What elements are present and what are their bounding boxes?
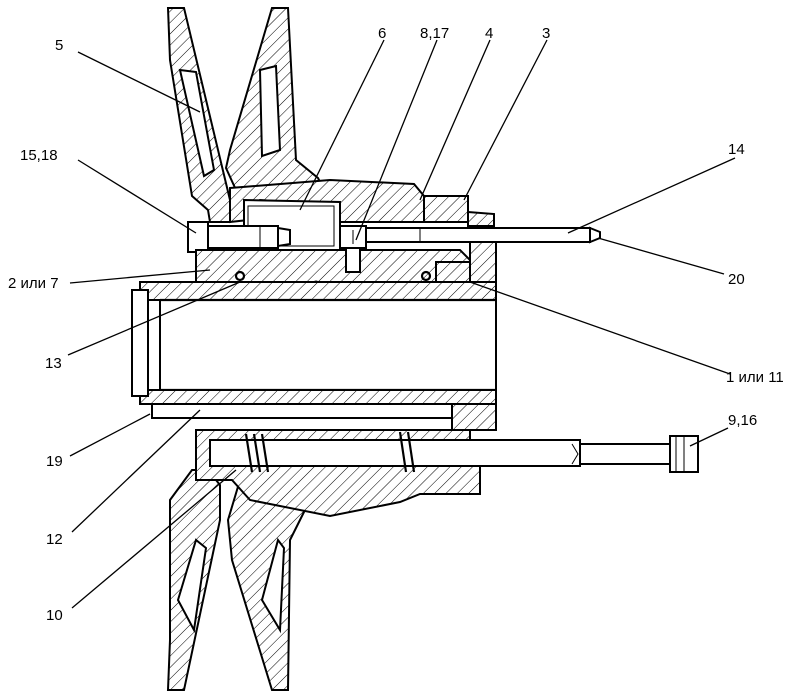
callout-6: 6 bbox=[378, 25, 386, 42]
callout-10: 10 bbox=[46, 607, 63, 624]
callout-3: 3 bbox=[542, 25, 550, 42]
callout-19: 19 bbox=[46, 453, 63, 470]
callout-13: 13 bbox=[45, 355, 62, 372]
callout-1-or-11: 1 или 11 bbox=[726, 369, 784, 386]
lower-housing bbox=[195, 429, 699, 518]
callout-4: 4 bbox=[485, 25, 493, 42]
callout-15-18: 15,18 bbox=[20, 147, 58, 164]
callout-12: 12 bbox=[46, 531, 63, 548]
bolt-15-18 bbox=[187, 221, 291, 253]
callout-5: 5 bbox=[55, 37, 63, 54]
callout-14: 14 bbox=[728, 141, 745, 158]
shaft-hub-1-11 bbox=[131, 281, 497, 405]
callout-8-17: 8,17 bbox=[420, 25, 449, 42]
spring-coils bbox=[244, 431, 416, 473]
callout-9-16: 9,16 bbox=[728, 412, 757, 429]
callout-2-or-7: 2 или 7 bbox=[8, 275, 59, 292]
pin-12 bbox=[151, 403, 497, 431]
callout-20: 20 bbox=[728, 271, 745, 288]
callout-labels: 5 6 8,17 4 3 14 15,18 20 2 или 7 13 1 ил… bbox=[8, 25, 784, 624]
leader-lines bbox=[67, 39, 736, 609]
rod-14 bbox=[365, 226, 601, 244]
